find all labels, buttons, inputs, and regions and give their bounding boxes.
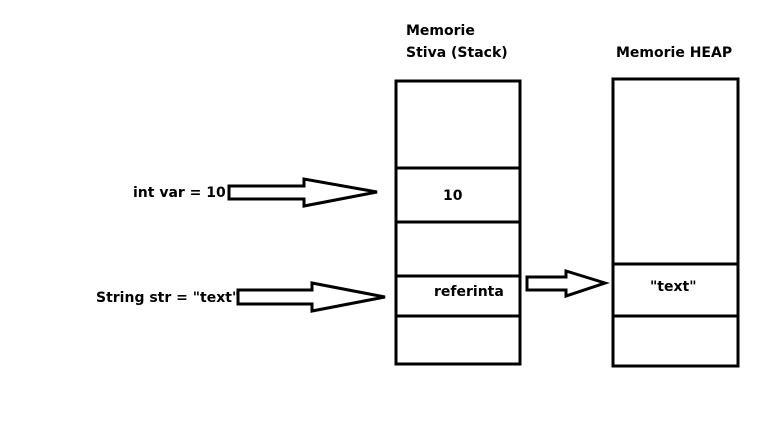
stack-cell-value: 10 xyxy=(443,188,463,204)
arrow-string-to-stack xyxy=(236,281,386,313)
int-declaration-label: int var = 10 xyxy=(133,185,226,201)
heap-column xyxy=(611,77,740,368)
arrow-reference-to-heap xyxy=(525,268,610,299)
stack-title-line1: Memorie xyxy=(406,23,475,39)
heap-cell-text: "text" xyxy=(650,279,697,295)
arrow-int-to-stack xyxy=(227,177,378,208)
stack-cell-reference: referinta xyxy=(434,284,504,300)
string-declaration-label: String str = "text" xyxy=(96,290,240,306)
heap-title: Memorie HEAP xyxy=(616,45,733,61)
stack-title-line2: Stiva (Stack) xyxy=(406,45,508,61)
stack-column xyxy=(394,79,522,366)
heap-outline xyxy=(611,77,740,368)
